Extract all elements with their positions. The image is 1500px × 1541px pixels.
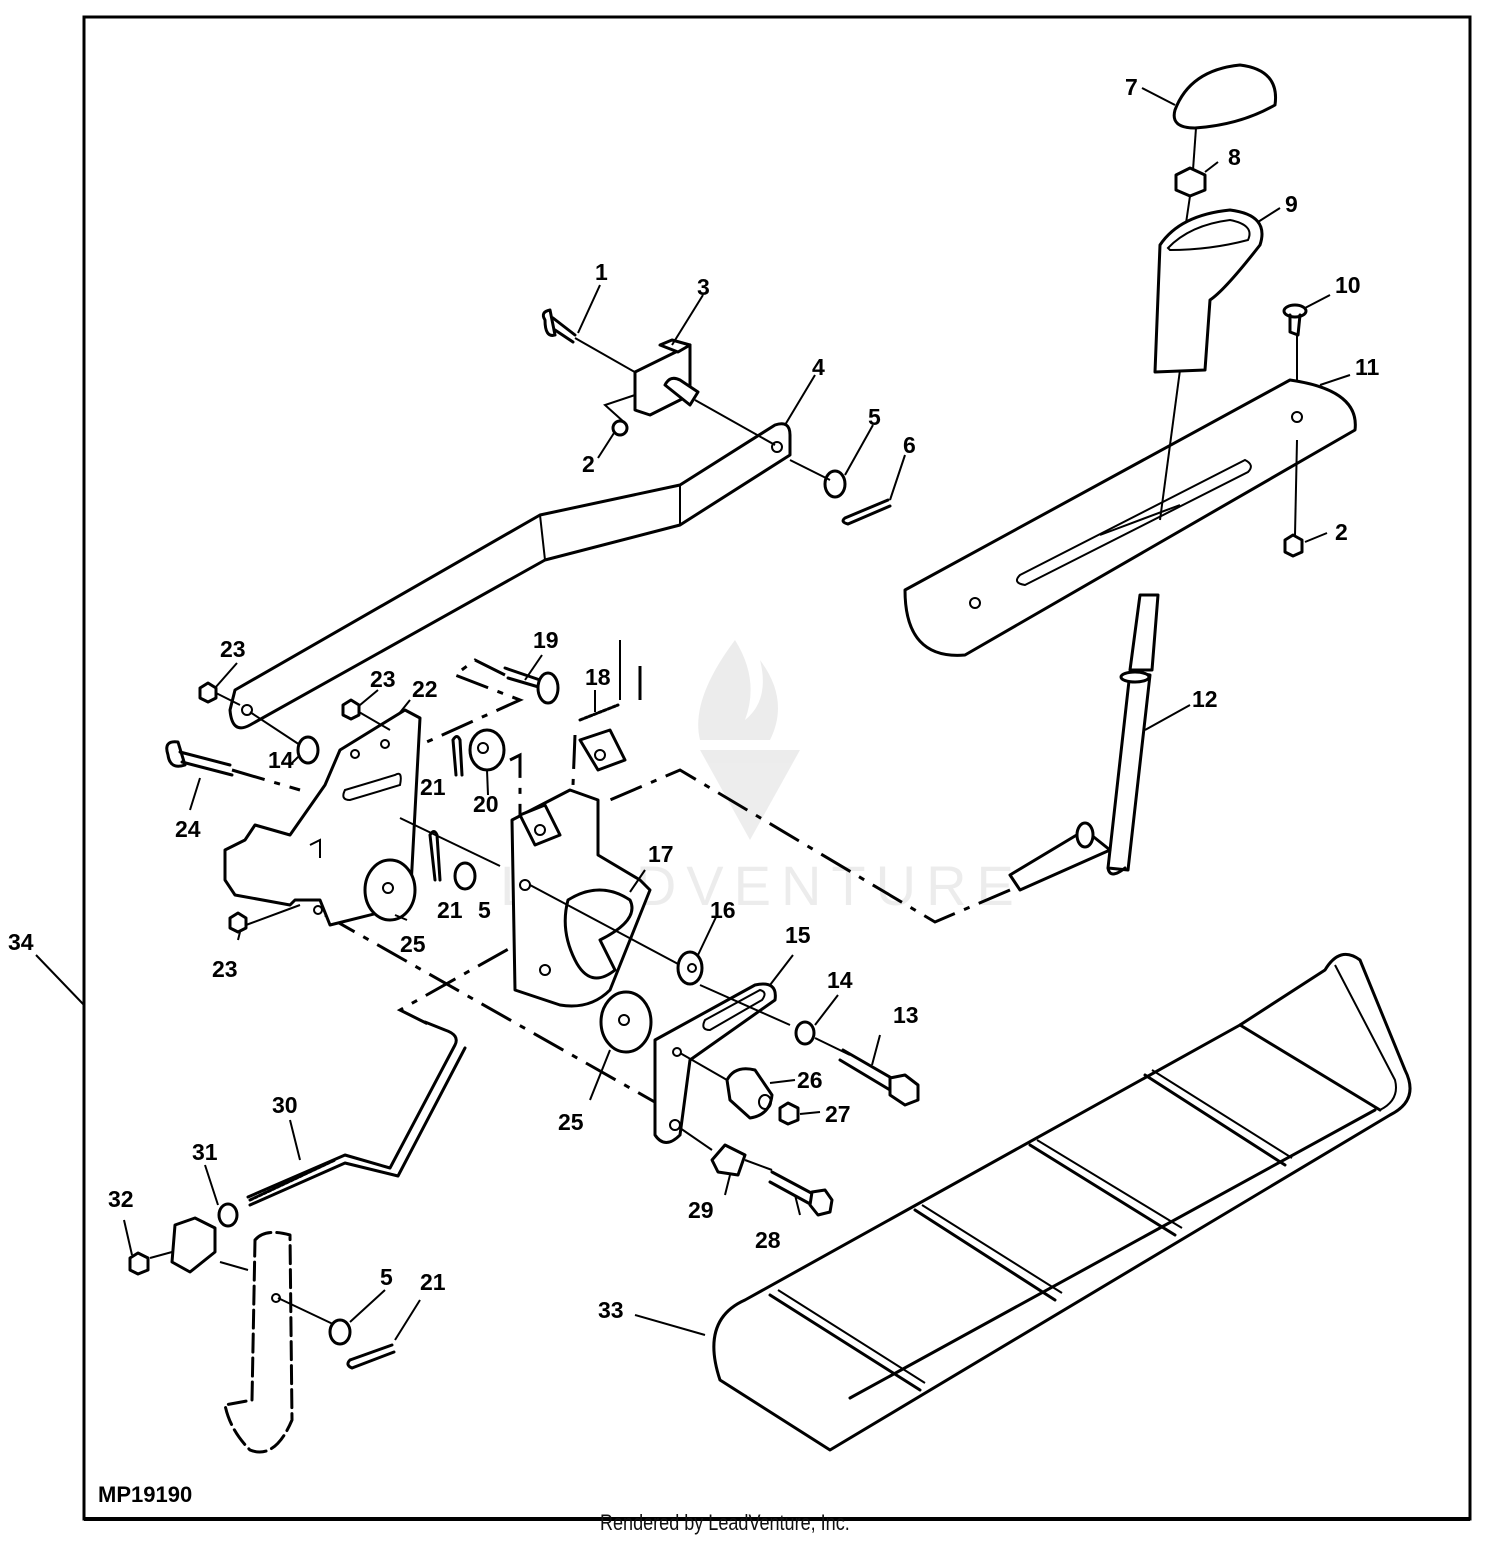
callout-3: 3 xyxy=(697,274,710,300)
footer-credit: Rendered by LeadVenture, Inc. xyxy=(600,1510,850,1535)
callout-5: 5 xyxy=(868,404,881,430)
callout-13: 13 xyxy=(893,1002,919,1028)
part-1-bolt xyxy=(541,308,641,376)
callout-11: 11 xyxy=(1355,354,1380,380)
part-23-nut-c xyxy=(228,904,301,934)
part-25-disc-b xyxy=(599,990,653,1054)
part-2-nut xyxy=(603,394,636,437)
callout-5: 5 xyxy=(380,1264,393,1290)
part-14-spacer-a xyxy=(249,711,320,765)
callout-33: 33 xyxy=(598,1297,624,1323)
callout-26: 26 xyxy=(797,1067,823,1093)
part-30-rod xyxy=(246,1020,467,1207)
part-12-lever xyxy=(1008,593,1160,892)
part-9-boot xyxy=(1153,208,1264,374)
callout-23: 23 xyxy=(370,666,396,692)
callout-14: 14 xyxy=(827,967,853,993)
callout-21: 21 xyxy=(437,897,463,923)
callout-5: 5 xyxy=(478,897,491,923)
part-11-plate xyxy=(903,378,1357,657)
callout-28: 28 xyxy=(755,1227,781,1253)
dashed-line-19 xyxy=(419,658,524,747)
dashed-line-bottom xyxy=(324,913,661,1107)
callout-32: 32 xyxy=(108,1186,134,1212)
part-4-arm xyxy=(228,422,792,730)
callout-4: 4 xyxy=(812,354,825,380)
callout-30: 30 xyxy=(272,1092,298,1118)
callout-2: 2 xyxy=(1335,519,1348,545)
part-25-disc-a xyxy=(363,858,417,922)
diagram-code: MP19190 xyxy=(98,1482,192,1507)
leader-lines xyxy=(123,87,1351,1341)
callout-6: 6 xyxy=(903,432,916,458)
part-2-nut-b xyxy=(1283,439,1304,558)
callout-25: 25 xyxy=(558,1109,584,1135)
callout-31: 31 xyxy=(192,1139,218,1165)
part-pedal-arm xyxy=(219,1230,336,1454)
part-8-nut xyxy=(1174,166,1207,198)
part-16-spacer xyxy=(676,950,704,986)
part-14-spacer-b xyxy=(794,1020,816,1046)
part-13-bolt xyxy=(838,1048,920,1107)
callout-7: 7 xyxy=(1125,74,1138,100)
callout-17: 17 xyxy=(648,841,674,867)
part-23-nut-b xyxy=(341,698,391,731)
callout-18: 18 xyxy=(585,664,611,690)
callout-21: 21 xyxy=(420,1269,446,1295)
part-17-bracket xyxy=(510,728,652,1008)
leader-34 xyxy=(35,954,85,1006)
part-5-washer-c xyxy=(328,1318,352,1346)
callout-22: 22 xyxy=(412,676,438,702)
part-trunnion-block xyxy=(170,1216,217,1274)
callout-27: 27 xyxy=(825,1101,851,1127)
dashed-line-24 xyxy=(231,768,301,792)
part-7-knob xyxy=(1172,63,1278,130)
dashed-line-lever xyxy=(609,768,1011,924)
callout-1: 1 xyxy=(595,259,608,285)
callout-25: 25 xyxy=(400,931,426,957)
callout-34: 34 xyxy=(8,929,34,955)
part-5-washer-a xyxy=(789,459,847,499)
part-21-cotter-c xyxy=(346,1343,396,1370)
callout-29: 29 xyxy=(688,1197,714,1223)
part-32-nut xyxy=(128,1251,150,1276)
part-6-cotter-pin xyxy=(841,498,892,526)
callout-16: 16 xyxy=(710,897,736,923)
part-19-bolt xyxy=(503,666,560,705)
callout-10: 10 xyxy=(1335,272,1361,298)
callout-21: 21 xyxy=(420,774,446,800)
part-10-screw xyxy=(1282,303,1308,410)
callout-labels: 1 2 2 3 4 5 5 5 6 7 8 9 10 11 12 13 14 1… xyxy=(8,74,1380,1323)
part-24-bolt xyxy=(165,740,234,777)
part-28-bolt xyxy=(768,1170,834,1217)
callout-23: 23 xyxy=(220,636,246,662)
part-5-washer-b xyxy=(399,817,501,891)
part-3-bracket xyxy=(633,338,776,446)
callout-23: 23 xyxy=(212,956,238,982)
dashed-line-20 xyxy=(509,752,522,820)
part-23-nut-a xyxy=(198,681,241,706)
watermark-logo-icon xyxy=(698,640,800,840)
callout-20: 20 xyxy=(473,791,499,817)
callout-9: 9 xyxy=(1285,191,1298,217)
part-27-nut xyxy=(778,1101,800,1126)
callout-14: 14 xyxy=(268,747,294,773)
part-26-isolator xyxy=(725,1067,774,1120)
part-15-plate xyxy=(653,982,777,1144)
part-31-nut xyxy=(217,1202,239,1228)
part-21-cotter-a xyxy=(451,735,464,777)
part-21-cotter-b xyxy=(428,830,442,882)
part-18-spring xyxy=(578,640,621,722)
dashed-line-30 xyxy=(396,918,561,1027)
callout-19: 19 xyxy=(533,627,559,653)
callout-15: 15 xyxy=(785,922,811,948)
callout-12: 12 xyxy=(1192,686,1218,712)
part-29-spacer xyxy=(710,1143,747,1177)
callout-8: 8 xyxy=(1228,144,1241,170)
callout-24: 24 xyxy=(175,816,201,842)
part-20-washer xyxy=(468,728,506,772)
callout-2: 2 xyxy=(582,451,595,477)
part-33-footrest xyxy=(712,952,1412,1452)
